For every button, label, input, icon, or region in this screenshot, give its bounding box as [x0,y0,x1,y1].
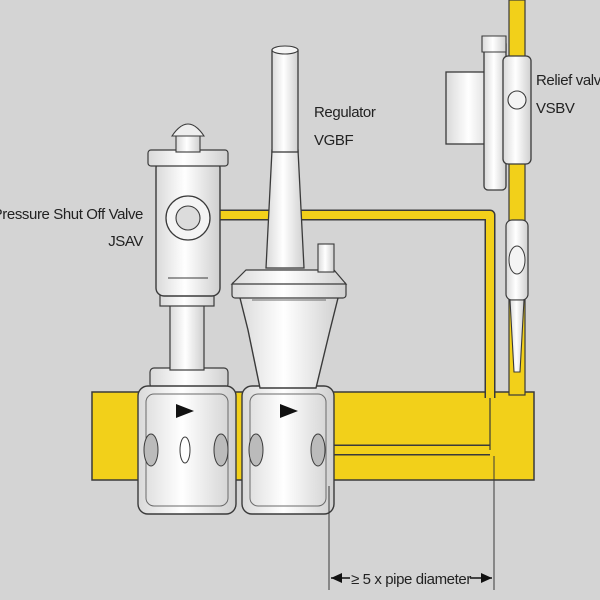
shutoff-valve-model-label: JSAV [108,233,143,250]
shutoff-valve [137,123,237,515]
dimension-arrow-right-icon [481,573,492,583]
regulator-label: Regulator [314,104,376,121]
relief-valve-label: Relief valve [536,72,600,89]
distance-label: ≥ 5 x pipe diameter [351,571,471,588]
relief-valve [445,35,532,373]
regulator-valve [230,45,348,515]
flow-arrow-icon [176,404,194,418]
dimension-arrow-left-icon [331,573,342,583]
distance-dimension [328,456,495,590]
shutoff-valve-label: Over Pressure Shut Off Valve [0,206,143,223]
relief-valve-model-label: VSBV [536,100,575,117]
flow-arrow-icon [280,404,298,418]
regulator-model-label: VGBF [314,132,353,149]
